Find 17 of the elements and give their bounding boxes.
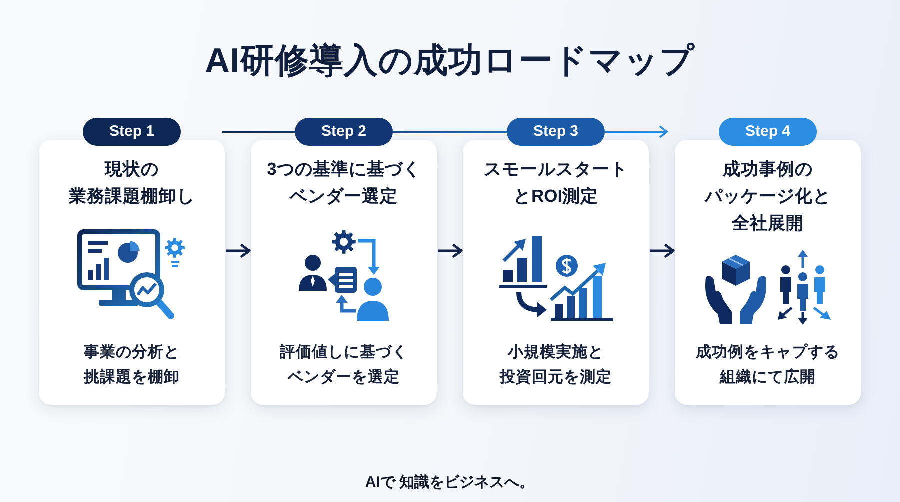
step-badge: Step 4 [719, 118, 817, 146]
title: AI研修導入の成功ロードマップ [205, 41, 695, 82]
step-description: 成功例をキャプする組織にて広開 [696, 342, 840, 388]
step-heading: 成功事例のパッケージ化と全社展開 [705, 158, 831, 235]
arrow [226, 244, 251, 258]
step-badge: Step 2 [295, 118, 393, 146]
step-badge: Step 3 [507, 118, 605, 146]
tagline: AIで 知識をビジネスへ。 [365, 473, 535, 493]
step-description: 小規模実施と投資回元を測定 [500, 342, 612, 388]
step-badge: Step 1 [83, 118, 181, 146]
arrow [650, 244, 675, 258]
step-heading: 3つの基準に基づくベンダー選定 [267, 158, 421, 208]
step-description: 事業の分析と挑課題を棚卸 [84, 343, 180, 388]
step-heading: スモールスタートとROI測定 [484, 158, 628, 208]
arrow [438, 244, 463, 258]
step-description: 評価値しに基づくベンダーを選定 [280, 342, 408, 388]
step-heading: 現状の業務課題棚卸し [69, 158, 195, 208]
